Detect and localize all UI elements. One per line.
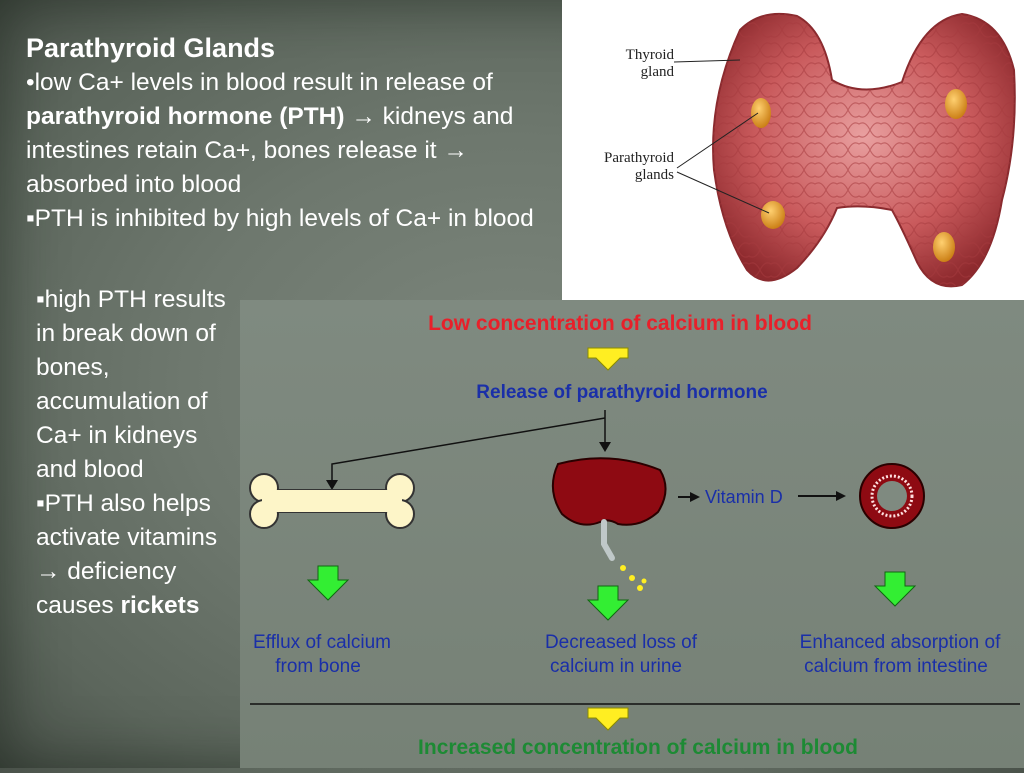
slide-title: Parathyroid Glands [26,33,276,63]
intro-text-block: Parathyroid Glands •low Ca+ levels in bl… [26,30,554,236]
efflux-text-line1: Efflux of calcium [253,632,391,653]
parathyroid-label: Parathyroid glands [604,150,674,183]
intestine-icon [859,463,925,529]
low-calcium-text: Low concentration of calcium in blood [428,312,812,335]
calcium-flow-svg: Low concentration of calcium in blood Re… [249,312,1020,759]
parathyroid-gland-upper-left [751,98,771,128]
thyroid-label: Thyroid gland [625,47,674,80]
thyroid-illustration: Thyroid gland Parathyroid glands [562,0,1024,301]
decreased-loss-line2: calcium in urine [550,656,682,677]
efflux-text-line2: from bone [275,656,361,677]
rickets-term: rickets [120,592,200,619]
bone-icon [249,473,415,529]
kidney-icon [551,457,667,591]
green-arrow-bone [306,565,350,601]
enhanced-absorption-line2: calcium from intestine [804,656,988,677]
release-pth-text: Release of parathyroid hormone [476,382,767,403]
side-text-block: ▪high PTH results in break down of bones… [36,283,236,623]
parathyroid-gland-upper-right [945,89,967,119]
green-arrow-intestine [873,571,917,607]
bullet-pth-release: •low Ca+ levels in blood result in relea… [26,69,514,198]
yellow-arrow-top [587,347,629,371]
enhanced-absorption-line1: Enhanced absorption of [800,632,1001,653]
vitamin-d-text: Vitamin D [705,487,783,507]
bullet-pth-inhibition: ▪PTH is inhibited by high levels of Ca+ … [26,205,534,232]
decreased-loss-line1: Decreased loss of [545,632,698,653]
increased-calcium-text: Increased concentration of calcium in bl… [418,736,858,759]
parathyroid-gland-lower-right [933,232,955,262]
thyroid-gland-drawing [673,12,1016,288]
bullet-high-pth: ▪high PTH results in break down of bones… [36,286,226,483]
bullet-vitamins: ▪PTH also helps activate vitamins → defi… [36,490,218,619]
calcium-regulation-diagram: Low concentration of calcium in blood Re… [240,300,1024,768]
green-arrow-kidney [586,585,630,621]
pth-term: parathyroid hormone (PTH) [26,103,345,130]
parathyroid-gland-lower-left [761,201,785,229]
yellow-arrow-bottom [587,707,629,731]
